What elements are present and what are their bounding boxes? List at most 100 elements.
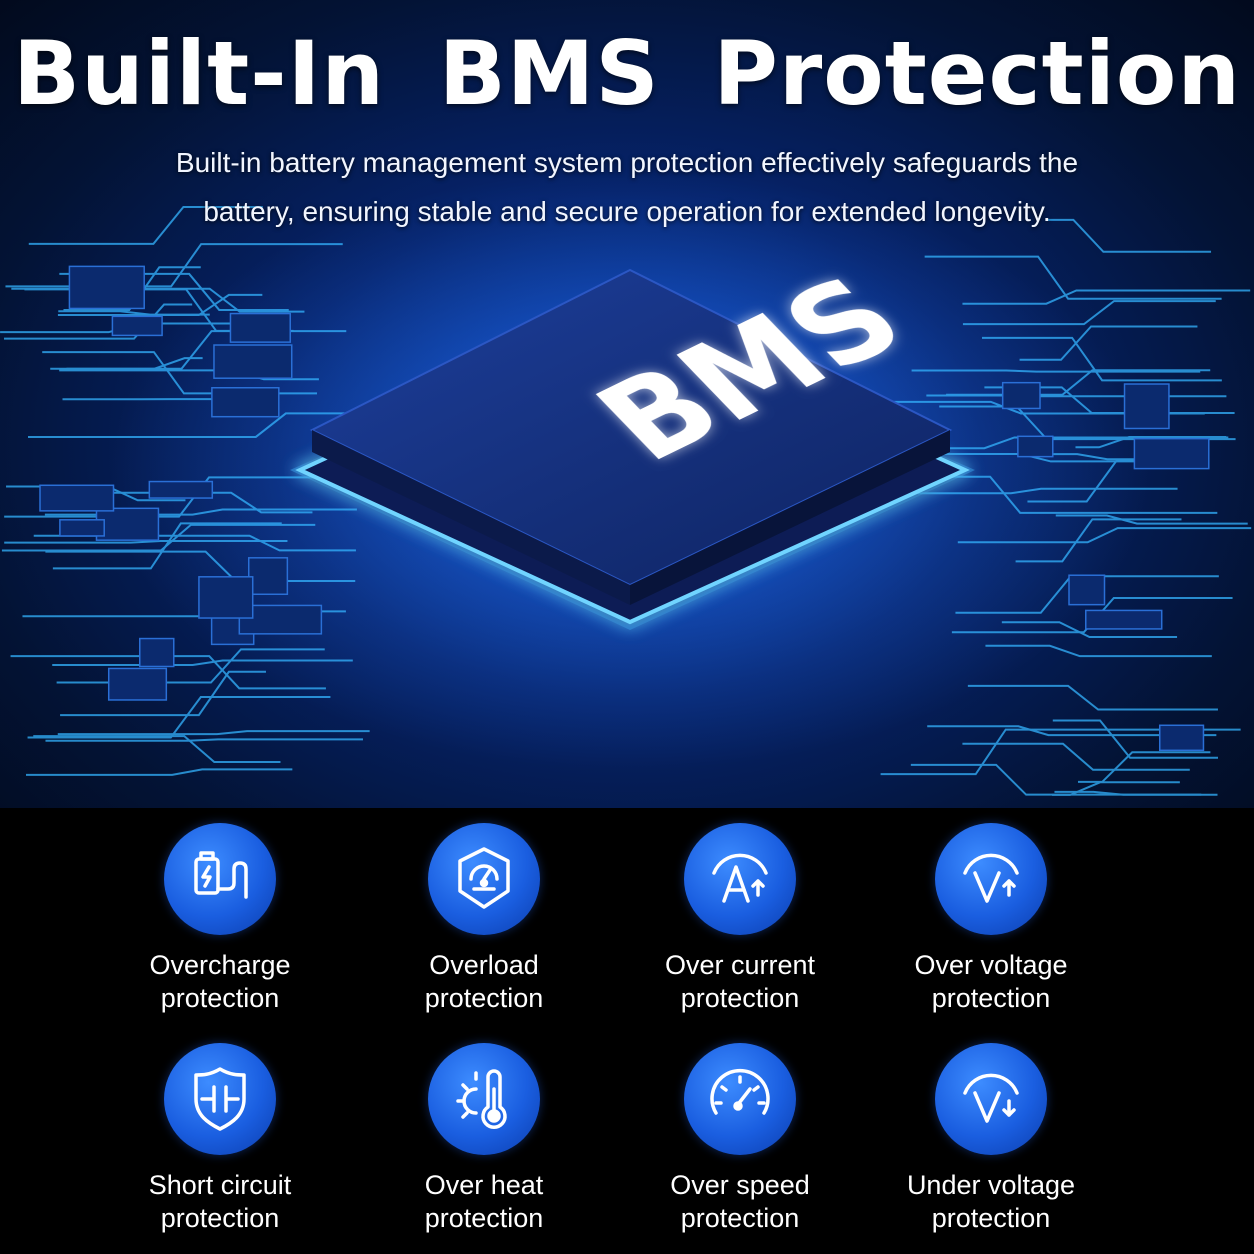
overload-icon-badge — [428, 823, 540, 935]
circuit-component — [1068, 574, 1106, 606]
circuit-trace — [25, 768, 293, 776]
circuit-trace — [967, 684, 1218, 711]
overcharge-icon-badge — [164, 823, 276, 935]
overcharge-icon — [194, 851, 248, 899]
over-speed-icon — [710, 1068, 770, 1115]
feature-label-line1: Over heat — [424, 1170, 544, 1200]
feature-over-current: Over current protection — [625, 823, 855, 1015]
short-circuit-icon-badge — [164, 1043, 276, 1155]
feature-label-line1: Under voltage — [906, 1170, 1076, 1200]
over-current-icon-badge — [684, 823, 796, 935]
under-voltage-icon — [963, 1073, 1019, 1123]
circuit-board-illustration: BMS — [0, 170, 1252, 796]
feature-label-line1: Over speed — [670, 1170, 810, 1200]
under-voltage-icon-badge — [935, 1043, 1047, 1155]
features-grid: Overcharge protection Overload protectio… — [0, 808, 1254, 1254]
circuit-trace — [927, 725, 1217, 737]
circuit-trace — [28, 412, 365, 438]
circuit-component — [1133, 437, 1210, 470]
circuit-component — [1158, 724, 1205, 752]
feature-label-line2: protection — [680, 1203, 800, 1233]
circuit-trace — [57, 293, 263, 317]
over-heat-icon — [456, 1069, 507, 1129]
hero-banner: BMS Built-In BMS Protection Built-in bat… — [0, 0, 1254, 808]
circuit-component — [39, 484, 115, 512]
circuit-trace — [57, 730, 370, 736]
circuit-trace — [962, 742, 1190, 771]
over-voltage-icon-badge — [935, 823, 1047, 935]
circuit-trace — [957, 527, 1252, 544]
feature-overload: Overload protection — [369, 823, 599, 1015]
feature-label-line2: protection — [160, 1203, 280, 1233]
circuit-trace — [52, 659, 353, 666]
feature-label-line2: protection — [424, 983, 544, 1013]
circuit-component — [107, 667, 168, 701]
circuit-component — [1001, 381, 1041, 410]
circuit-trace — [50, 357, 203, 370]
circuit-trace — [924, 255, 1222, 300]
circuit-trace — [915, 452, 1188, 463]
circuit-trace — [981, 336, 1222, 382]
circuit-trace — [962, 300, 1216, 326]
feature-label-line2: protection — [424, 1203, 544, 1233]
page-subtitle: Built-in battery management system prote… — [175, 147, 1079, 227]
over-speed-icon-badge — [684, 1043, 796, 1155]
circuit-trace — [1075, 436, 1227, 449]
circuit-component — [59, 519, 105, 537]
circuit-component — [248, 557, 289, 596]
circuit-component — [1017, 435, 1054, 458]
feature-label-line1: Overcharge — [149, 950, 291, 980]
bms-chip: BMS — [290, 253, 975, 630]
feature-over-speed: Over speed protection — [625, 1043, 855, 1235]
circuit-component — [229, 312, 291, 343]
feature-short-circuit: Short circuit protection — [105, 1043, 335, 1235]
circuit-trace — [880, 728, 1241, 776]
feature-label-line1: Short circuit — [148, 1170, 292, 1200]
feature-over-voltage: Over voltage protection — [876, 823, 1106, 1015]
circuit-trace — [1077, 751, 1211, 783]
circuit-trace — [911, 369, 1201, 373]
circuit-trace — [1001, 621, 1178, 638]
circuit-component — [213, 344, 293, 379]
feature-label-line2: protection — [680, 983, 800, 1013]
over-current-icon — [712, 853, 768, 903]
feature-label-line2: protection — [931, 983, 1051, 1013]
circuit-trace — [955, 575, 1219, 614]
circuit-trace — [27, 696, 331, 739]
feature-label-line1: Over voltage — [914, 950, 1068, 980]
feature-under-voltage: Under voltage protection — [876, 1043, 1106, 1235]
circuit-trace — [60, 670, 266, 717]
circuit-trace — [45, 550, 356, 582]
circuit-component — [148, 480, 214, 499]
circuit-trace — [962, 289, 1251, 305]
over-voltage-icon — [963, 853, 1019, 903]
circuit-trace — [1046, 218, 1212, 253]
feature-label-line2: protection — [931, 1203, 1051, 1233]
circuit-component — [198, 576, 254, 619]
circuit-component — [68, 265, 145, 310]
circuit-trace — [52, 522, 282, 570]
circuit-trace — [910, 763, 1202, 796]
circuit-component — [1123, 383, 1170, 430]
over-heat-icon-badge — [428, 1043, 540, 1155]
circuit-trace — [1052, 719, 1219, 759]
circuit-trace — [33, 735, 281, 763]
circuit-trace — [1, 523, 316, 552]
feature-overcharge: Overcharge protection — [105, 823, 335, 1015]
circuit-component — [1085, 609, 1163, 630]
feature-label-line1: Over current — [664, 950, 816, 980]
feature-label-line2: protection — [160, 983, 280, 1013]
circuit-component — [139, 637, 175, 668]
circuit-component — [111, 315, 163, 337]
circuit-component — [95, 507, 160, 541]
circuit-trace — [926, 394, 1227, 398]
circuit-trace — [1015, 518, 1182, 563]
overload-icon — [458, 847, 510, 909]
feature-label-line1: Overload — [429, 950, 539, 980]
circuit-trace — [4, 540, 288, 544]
circuit-trace — [985, 644, 1212, 658]
circuit-trace — [10, 655, 326, 690]
circuit-trace — [59, 491, 313, 514]
circuit-trace — [45, 738, 363, 742]
circuit-component — [211, 386, 280, 418]
